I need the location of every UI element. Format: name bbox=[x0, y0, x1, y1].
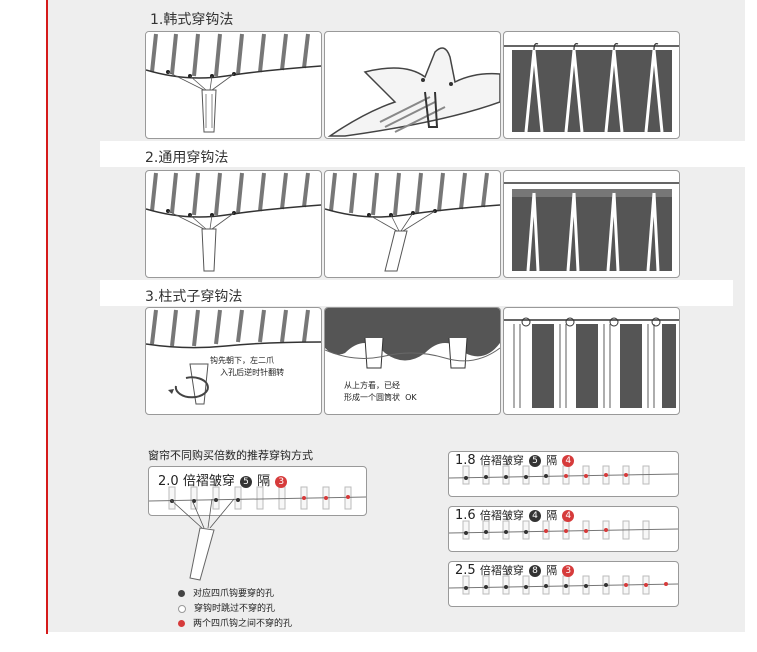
ratio-option-3-text: 倍褶皱穿 bbox=[479, 564, 524, 577]
ratio-option-2-skip-badge: 4 bbox=[562, 509, 575, 522]
pillar-hook-result-panel bbox=[503, 307, 680, 415]
ratio-option-2-sep: 隔 bbox=[546, 509, 558, 522]
pillar-hook-result-illustration bbox=[504, 317, 679, 408]
legend-item-skip: 穿钩时跳过不穿的孔 bbox=[178, 601, 275, 614]
universal-hook-tape-illustration-2 bbox=[325, 172, 500, 272]
universal-hook-result-panel bbox=[503, 170, 680, 278]
pillar-hook-top-view-illustration bbox=[325, 308, 500, 369]
main-skip-badge: 3 bbox=[275, 475, 288, 488]
main-pass-badge: 5 bbox=[239, 475, 252, 488]
legend-item-pass: 对应四爪钩要穿的孔 bbox=[178, 586, 274, 599]
hook-circle-caption: 从上方看，已经 形成一个圆筒状 OK bbox=[344, 381, 417, 402]
legend-dot-red bbox=[178, 620, 185, 627]
section-3-band bbox=[100, 280, 733, 306]
section-2-title: 2.通用穿钩法 bbox=[145, 150, 229, 166]
main-ratio-tape bbox=[149, 486, 366, 510]
pillar-hook-tape-illustration bbox=[146, 309, 321, 405]
hook-rotate-caption: 钩先朝下，左二爪 入孔后逆时针翻转 bbox=[210, 356, 285, 377]
korean-hook-tape-panel bbox=[145, 31, 322, 139]
left-accent-line bbox=[46, 0, 48, 634]
section-1-title: 1.韩式穿钩法 bbox=[150, 12, 234, 28]
pillar-hook-top-view-panel bbox=[324, 307, 501, 415]
korean-hook-fold-illustration bbox=[327, 47, 500, 137]
ratio-option-1-skip-badge: 4 bbox=[562, 454, 575, 467]
legend-label-between: 两个四爪钩之间不穿的孔 bbox=[193, 619, 293, 629]
legend-label-pass: 对应四爪钩要穿的孔 bbox=[193, 589, 275, 599]
main-sep-text: 隔 bbox=[257, 474, 271, 489]
ratio-option-3-value: 2.5 bbox=[455, 563, 476, 578]
legend-item-between: 两个四爪钩之间不穿的孔 bbox=[178, 616, 292, 629]
main-ratio-panel bbox=[148, 466, 367, 516]
pillar-hook-tape-panel bbox=[145, 307, 322, 415]
legend-label-skip: 穿钩时跳过不穿的孔 bbox=[194, 604, 276, 614]
ratio-option-1-label: 1.8 倍褶皱穿 5 隔 4 bbox=[455, 452, 575, 468]
ratio-option-2-label: 1.6 倍褶皱穿 4 隔 4 bbox=[455, 507, 575, 523]
main-ratio-label: 2.0 倍褶皱穿 5 隔 3 bbox=[158, 470, 288, 489]
main-hook-diagram bbox=[170, 498, 235, 581]
universal-hook-tape-panel-2 bbox=[324, 170, 501, 278]
ratio-option-2-text: 倍褶皱穿 bbox=[479, 509, 524, 522]
korean-hook-tape-illustration bbox=[146, 32, 321, 133]
legend-dot-white bbox=[178, 604, 186, 613]
section-2-band bbox=[100, 141, 745, 167]
universal-hook-tape-panel-1 bbox=[145, 170, 322, 278]
ratio-option-1-panel bbox=[448, 451, 679, 497]
universal-hook-result-illustration bbox=[504, 182, 679, 272]
korean-hook-fold-panel bbox=[324, 31, 501, 139]
ratio-option-3-pass-badge: 8 bbox=[528, 564, 541, 577]
korean-hook-result-illustration bbox=[504, 43, 679, 133]
ratio-option-1-tape bbox=[449, 465, 678, 485]
ratio-option-1-sep: 隔 bbox=[546, 454, 558, 467]
ratio-option-1-text: 倍褶皱穿 bbox=[479, 454, 524, 467]
universal-hook-tape-illustration-1 bbox=[146, 172, 321, 272]
ratio-option-1-pass-badge: 5 bbox=[528, 454, 541, 467]
ratio-option-3-tape bbox=[449, 575, 678, 595]
ratio-option-2-tape bbox=[449, 520, 678, 540]
korean-hook-result-panel bbox=[503, 31, 680, 139]
ratio-option-1-value: 1.8 bbox=[455, 453, 476, 468]
section-3-title: 3.柱式子穿钩法 bbox=[145, 289, 243, 305]
ratio-option-3-label: 2.5 倍褶皱穿 8 隔 3 bbox=[455, 562, 575, 578]
main-ratio-value: 2.0 bbox=[158, 474, 179, 489]
ratio-option-2-value: 1.6 bbox=[455, 508, 476, 523]
main-ratio-text: 倍褶皱穿 bbox=[182, 474, 235, 489]
multiplier-subtitle: 窗帘不同购买倍数的推荐穿钩方式 bbox=[148, 449, 313, 462]
legend-dot-dark bbox=[178, 590, 185, 597]
ratio-option-3-skip-badge: 3 bbox=[562, 564, 575, 577]
ratio-option-2-pass-badge: 4 bbox=[528, 509, 541, 522]
ratio-option-3-sep: 隔 bbox=[546, 564, 558, 577]
